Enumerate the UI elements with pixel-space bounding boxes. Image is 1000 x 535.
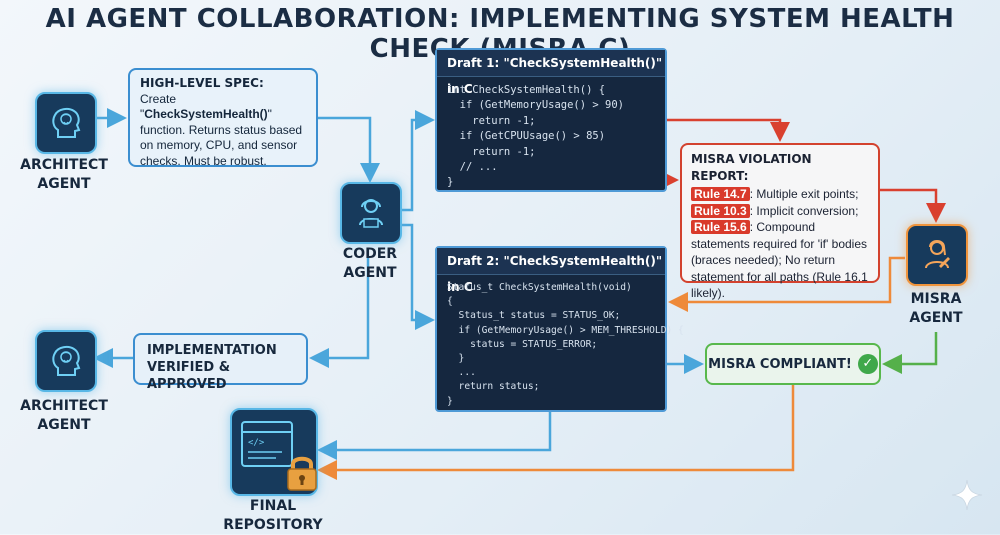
approved-line1: IMPLEMENTATION [147, 343, 277, 358]
violation-item: Rule 14.7: Multiple exit points; [691, 186, 869, 203]
coder-to-draft2-arrow [398, 223, 435, 330]
spec-function-name: CheckSystemHealth() [144, 107, 268, 121]
draft2-code: Status_t CheckSystemHealth(void) { Statu… [447, 282, 684, 407]
compliant-to-repo-arrow [317, 385, 795, 480]
draft1-code-panel: Draft 1: "CheckSystemHealth()" in C int … [435, 48, 667, 192]
violation-text: : Compound statements required for 'if' … [691, 220, 868, 300]
draft1-code: int CheckSystemHealth() { if (GetMemoryU… [447, 84, 625, 189]
violation-item: Rule 15.6: Compound statements required … [691, 219, 869, 302]
final-repository-label: FINAL REPOSITORY [223, 498, 323, 533]
rule-badge: Rule 15.6 [691, 220, 750, 234]
spec-text-post: " function. Returns status based on memo… [140, 107, 303, 168]
rule-badge: Rule 10.3 [691, 203, 750, 218]
misra-agent-label: MISRA AGENT [909, 291, 963, 326]
lock-icon [284, 452, 320, 492]
violation-item: Rule 10.3: Implicit conversion; [691, 203, 869, 220]
architect-head-icon [35, 92, 97, 154]
violation-to-misra-arrow [880, 188, 946, 223]
draft2-to-repo-arrow [317, 412, 552, 460]
rule-badge: Rule 14.7 [691, 187, 750, 201]
check-icon: ✓ [857, 354, 878, 374]
approved-line2: VERIFIED & APPROVED [147, 360, 231, 392]
misra-to-draft2-arrow [668, 256, 905, 312]
violation-heading: MISRA VIOLATION REPORT: [691, 152, 812, 183]
architect-agent-top-label: ARCHITECT AGENT [20, 157, 108, 192]
compliant-label: MISRA COMPLIANT! [708, 356, 852, 372]
spec-text-pre: Create " [140, 91, 177, 122]
sparkle-icon [950, 478, 984, 512]
spec-to-coder-arrow [318, 116, 380, 183]
coder-agent-label: CODER AGENT [342, 246, 398, 281]
repository-code-window-icon: </> [230, 408, 318, 496]
svg-text:</>: </> [248, 438, 265, 448]
misra-violation-report: MISRA VIOLATION REPORT: Rule 14.7: Multi… [680, 143, 880, 300]
misra-agent-icon [906, 224, 968, 286]
architect-head-icon [35, 330, 97, 392]
architect-agent-bottom-label: ARCHITECT AGENT [20, 398, 108, 433]
misra-to-compliant-arrow [882, 332, 938, 374]
coder-agent-icon [340, 182, 402, 244]
implementation-approved-box: IMPLEMENTATION VERIFIED & APPROVED [133, 333, 308, 392]
coder-to-draft1-arrow [398, 110, 435, 212]
coder-to-approved-arrow [309, 258, 370, 368]
draft1-heading: Draft 1: "CheckSystemHealth()" in C [437, 50, 665, 96]
draft2-code-panel: Draft 2: "CheckSystemHealth()" in C Stat… [435, 246, 684, 412]
draft1-to-violation-arrow [667, 118, 790, 142]
high-level-spec-box: HIGH-LEVEL SPEC: Create "CheckSystemHeal… [128, 68, 318, 168]
spec-heading: HIGH-LEVEL SPEC: [140, 76, 264, 90]
misra-compliant-box: MISRA COMPLIANT! ✓ [705, 343, 881, 385]
draft2-heading: Draft 2: "CheckSystemHealth()" in C [437, 248, 665, 294]
violation-text: : Multiple exit points; [749, 187, 859, 201]
violation-text: : Implicit conversion; [749, 203, 859, 218]
page-title: AI AGENT COLLABORATION: IMPLEMENTING SYS… [45, 4, 955, 64]
